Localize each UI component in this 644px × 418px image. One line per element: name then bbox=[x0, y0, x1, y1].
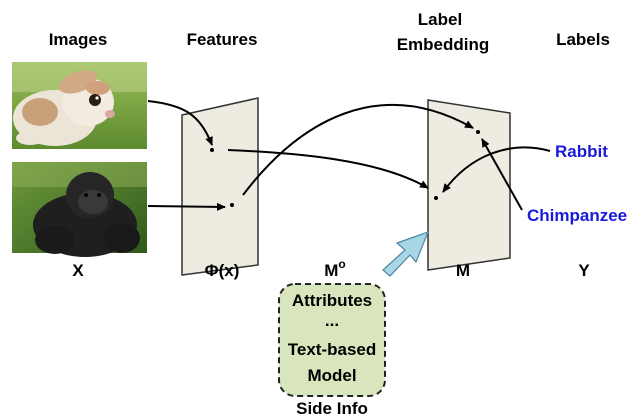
rabbit-photo bbox=[12, 62, 147, 149]
arrow-rabbit-label-to-embedding bbox=[442, 146, 551, 193]
feature-point-rabbit bbox=[210, 148, 214, 152]
side-info-attributes: Attributes bbox=[292, 291, 372, 310]
arrow-chimpanzee-label-to-embedding bbox=[481, 138, 523, 211]
var-phi: Φ(x) bbox=[205, 261, 240, 280]
header-label-embedding-line2: Embedding bbox=[397, 35, 490, 54]
header-labels: Labels bbox=[556, 30, 610, 49]
arrow-feature-gorilla-to-embedding bbox=[242, 104, 474, 196]
gorilla-photo bbox=[12, 162, 147, 257]
side-info-box bbox=[278, 283, 386, 397]
var-m0: Mo bbox=[324, 257, 346, 280]
arrow-gorilla-image-to-feature bbox=[147, 202, 226, 211]
arrow-rabbit-image-to-feature bbox=[147, 100, 213, 146]
embedding-point-rabbit bbox=[476, 130, 480, 134]
side-info-caption: Side Info bbox=[296, 399, 368, 418]
arrow-feature-rabbit-to-embedding bbox=[227, 149, 429, 189]
var-y: Y bbox=[578, 261, 590, 280]
side-info-ellipsis: ... bbox=[325, 311, 339, 330]
feature-point-gorilla bbox=[230, 203, 234, 207]
label-chimpanzee: Chimpanzee bbox=[527, 206, 627, 225]
header-label-embedding-line1: Label bbox=[418, 10, 462, 29]
feature-space-panel bbox=[181, 97, 259, 276]
header-images: Images bbox=[49, 30, 108, 49]
header-features: Features bbox=[187, 30, 258, 49]
var-m: M bbox=[456, 261, 470, 280]
label-rabbit: Rabbit bbox=[555, 142, 608, 161]
label-embedding-panel bbox=[427, 99, 511, 271]
side-info-arrow bbox=[382, 230, 430, 277]
side-info-model: Model bbox=[307, 366, 356, 385]
embedding-point-chimpanzee bbox=[434, 196, 438, 200]
var-x: X bbox=[72, 261, 84, 280]
side-info-text-based: Text-based bbox=[288, 340, 377, 359]
